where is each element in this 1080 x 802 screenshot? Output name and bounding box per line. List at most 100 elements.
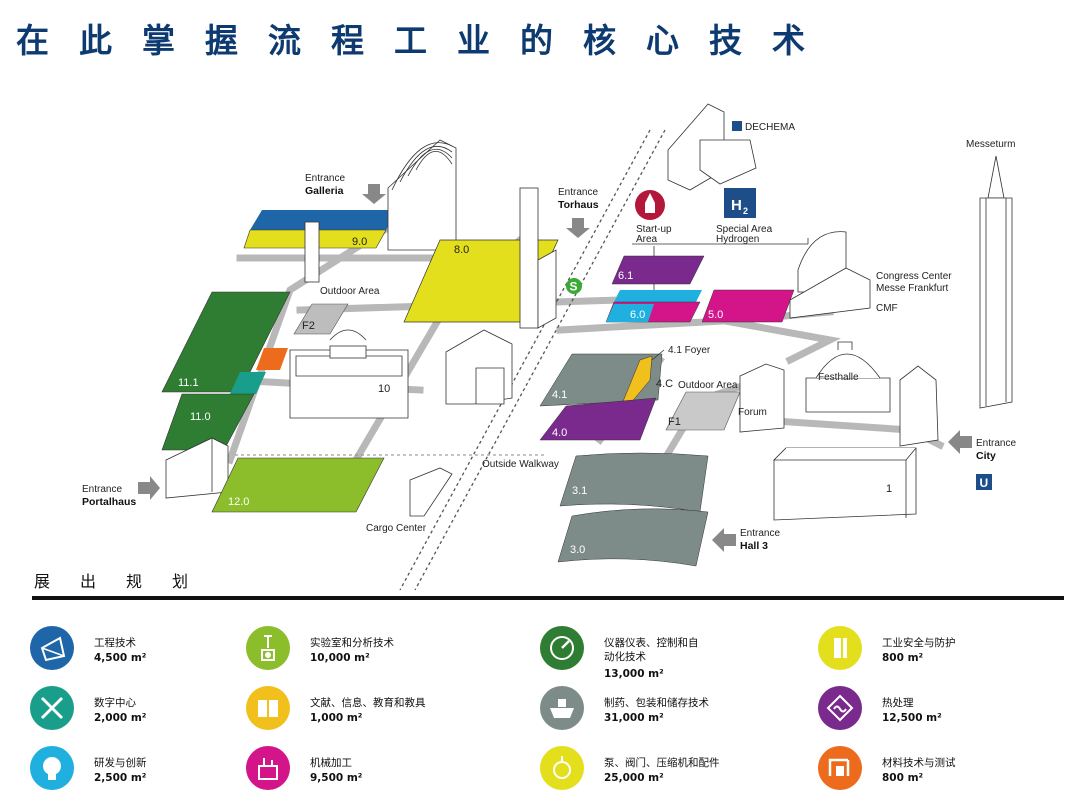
hall-4-0 (539, 397, 657, 441)
hall-11-digital-zone-orange (256, 348, 288, 370)
forum-building (739, 363, 785, 433)
festhalle-building (805, 341, 891, 413)
legend-category-area: 25,000 m² (604, 772, 664, 784)
startup-label-line2: Area (636, 234, 658, 245)
legend-category-name: 材料技术与测试 (882, 757, 956, 769)
plan-title: 展出规划 (34, 572, 219, 591)
legend-category-area: 9,500 m² (310, 772, 363, 784)
festhalle-label: Festhalle (818, 372, 859, 383)
instrumentation-icon (540, 626, 584, 670)
foyer-pointer (651, 349, 665, 361)
entrance-galleria-arrow-icon (362, 184, 386, 204)
entrance-city-arrow-icon (948, 430, 972, 454)
hall-11-0-label: 11.0 (190, 411, 211, 423)
outside-walkway-label: Outside Walkway (482, 459, 559, 470)
hall-11-digital-zone-teal (230, 372, 266, 394)
startup-area-icon (635, 190, 665, 220)
legend-category-area: 800 m² (882, 652, 924, 664)
entrance-portalhaus-word: Entrance (82, 484, 122, 495)
hall-4-c (621, 355, 653, 405)
east-tower-building (899, 365, 939, 447)
entrance-city-word: Entrance (976, 438, 1016, 449)
hall-1-label: 1 (886, 483, 892, 495)
hall-12-0-label: 12.0 (228, 496, 249, 508)
cargo-center-label: Cargo Center (366, 523, 427, 534)
legend-item: 泵、阀门、压缩机和配件 25,000 m² (540, 746, 790, 802)
svg-text:U: U (980, 476, 989, 490)
hall-9-0-blue-zone (250, 210, 398, 230)
legend-item: 材料技术与测试 800 m² (818, 746, 1068, 802)
hall-6-1-label: 6.1 (618, 270, 633, 282)
plan-divider (32, 596, 1064, 600)
entrance-galleria-name: Galleria (305, 185, 344, 197)
svg-text:H: H (731, 197, 742, 214)
cmf-label: CMF (876, 303, 898, 314)
thermal-process-icon (818, 686, 862, 730)
legend-category-area: 2,000 m² (94, 712, 147, 724)
legend-category-name: 制药、包装和储存技术 (604, 697, 709, 709)
hall-8-0-label: 8.0 (454, 244, 469, 256)
s-bahn-icon: S (566, 278, 582, 294)
entrance-city-name: City (976, 450, 996, 462)
hall-10-label: 10 (378, 383, 390, 395)
startup-label-line1: Start-up (636, 224, 672, 235)
svg-text:2: 2 (743, 206, 748, 216)
hall-4-c-label: 4.C (656, 378, 673, 390)
entrance-torhaus-name: Torhaus (558, 199, 599, 211)
hall-5-0-label: 5.0 (708, 309, 723, 321)
laboratory-icon (246, 626, 290, 670)
portalhaus-building (165, 437, 229, 499)
foyer-label: 4.1 Foyer (668, 345, 711, 356)
forum-label: Forum (738, 407, 767, 418)
legend-category-name: 文献、信息、教育和教具 (310, 697, 426, 709)
legend-category-name: 仪器仪表、控制和自动化技术 (604, 637, 699, 663)
entrance-hall3-name: Hall 3 (740, 540, 768, 552)
area-f2-label: F2 (302, 320, 315, 332)
entrance-galleria-word: Entrance (305, 173, 345, 184)
hall-11-1-label: 11.1 (178, 377, 199, 389)
legend-category-name: 工程技术 (94, 637, 136, 649)
hall-6-0-research-zone (606, 304, 654, 322)
legend-category-area: 1,000 m² (310, 712, 363, 724)
mechanical-process-icon (246, 746, 290, 790)
west-misc-buildings (409, 329, 513, 517)
entrance-hall3-arrow-icon (712, 528, 736, 552)
hall-6-1 (611, 255, 705, 285)
entrance-torhaus-arrow-icon (566, 218, 590, 238)
pharma-packaging-icon (540, 686, 584, 730)
torhaus-building (519, 187, 557, 329)
literature-icon (246, 686, 290, 730)
legend-category-name: 研发与创新 (94, 757, 147, 769)
hall-6-0-label: 6.0 (630, 309, 645, 321)
legend-category-name: 工业安全与防护 (882, 637, 956, 649)
page-title: 在此掌握流程工业的核心技术 (16, 21, 835, 60)
area-f2 (293, 303, 349, 335)
legend-item: 文献、信息、教育和教具 1,000 m² (246, 686, 496, 742)
messeturm-label: Messeturm (966, 139, 1015, 150)
legend-category-area: 10,000 m² (310, 652, 370, 664)
hall-4-0-label: 4.0 (552, 427, 567, 439)
legend-category-area: 800 m² (882, 772, 924, 784)
dechema-label: DECHEMA (745, 122, 795, 133)
messeturm-building (979, 155, 1013, 409)
congress-label-line2: Messe Frankfurt (876, 283, 948, 294)
hall-3-0 (557, 508, 709, 567)
dechema-logo-icon (732, 121, 742, 131)
legend-category-name: 泵、阀门、压缩机和配件 (604, 757, 720, 769)
entrance-torhaus-word: Entrance (558, 187, 598, 198)
hall-3-1-label: 3.1 (572, 485, 587, 497)
hydrogen-label-line2: Hydrogen (716, 234, 759, 245)
svg-text:S: S (570, 280, 578, 294)
congress-center-building (789, 231, 871, 319)
digital-hub-icon (30, 686, 74, 730)
hall-4-1-label: 4.1 (552, 389, 567, 401)
pumps-valves-icon (540, 746, 584, 790)
hall-6-upper-zone (614, 290, 702, 302)
engineering-icon (30, 626, 74, 670)
